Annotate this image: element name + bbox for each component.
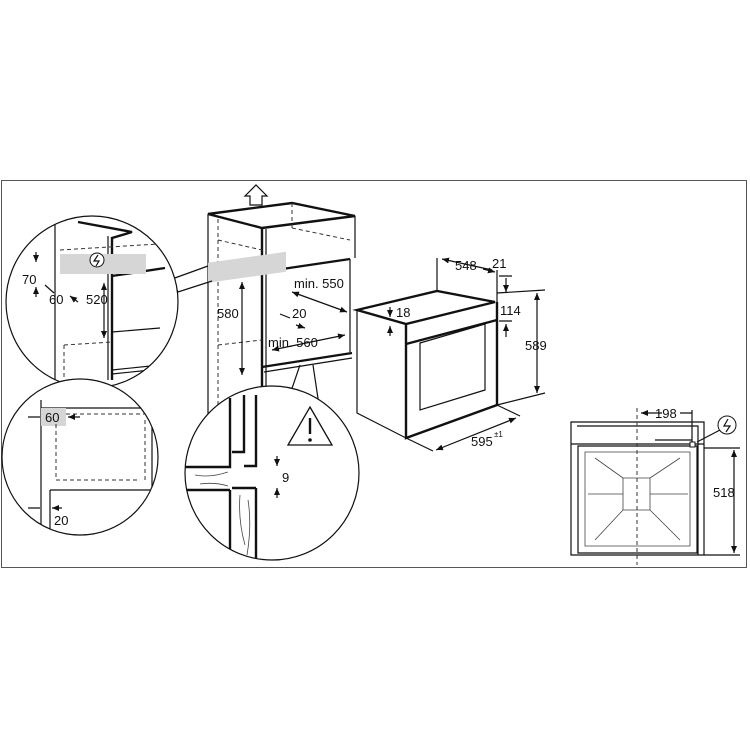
detail-top-depth-label: 60 [49, 292, 63, 307]
diagram-frame [1, 180, 747, 568]
back-height-label: 518 [713, 485, 735, 500]
detail-top-circle: 70 60 520 [5, 215, 179, 389]
cabinet-width-label: min. 560 [268, 335, 318, 350]
detail-side-top-label: 60 [45, 410, 59, 425]
cabinet-depth-label: min. 550 [294, 276, 344, 291]
detail-floor-gap-label: 9 [282, 470, 289, 485]
warning-triangle-icon [286, 405, 334, 446]
oven-height-label: 589 [525, 338, 547, 353]
back-offset-label: 198 [655, 406, 677, 421]
power-zone-highlight [208, 251, 286, 283]
oven-top-label: 18 [396, 305, 410, 320]
detail-top-height-label: 70 [22, 272, 36, 287]
power-icon [89, 252, 105, 268]
detail-floor-circle: 9 [184, 385, 360, 561]
detail-side-bottom-label: 20 [54, 513, 68, 528]
cabinet-drawing: 580 min. 550 20 min. 560 [171, 184, 356, 420]
cabinet-gap-label: 20 [292, 306, 306, 321]
detail-top-bottom-label: 520 [86, 292, 108, 307]
detail-side-circle: 60 20 [1, 378, 159, 536]
back-power-icon [717, 415, 737, 435]
oven-front-label: 21 [492, 256, 506, 271]
oven-depth-label: 548 [455, 258, 477, 273]
oven-drawing: 548 21 114 18 589 595 ±1 [352, 256, 547, 452]
oven-width-label: 595 [471, 434, 493, 449]
oven-tolerance-label: ±1 [494, 430, 503, 439]
oven-back-view: 198 518 [570, 406, 740, 565]
cabinet-height-label: 580 [217, 306, 239, 321]
oven-panel-label: 114 [500, 303, 521, 318]
vent-arrow-up-icon [243, 184, 269, 206]
